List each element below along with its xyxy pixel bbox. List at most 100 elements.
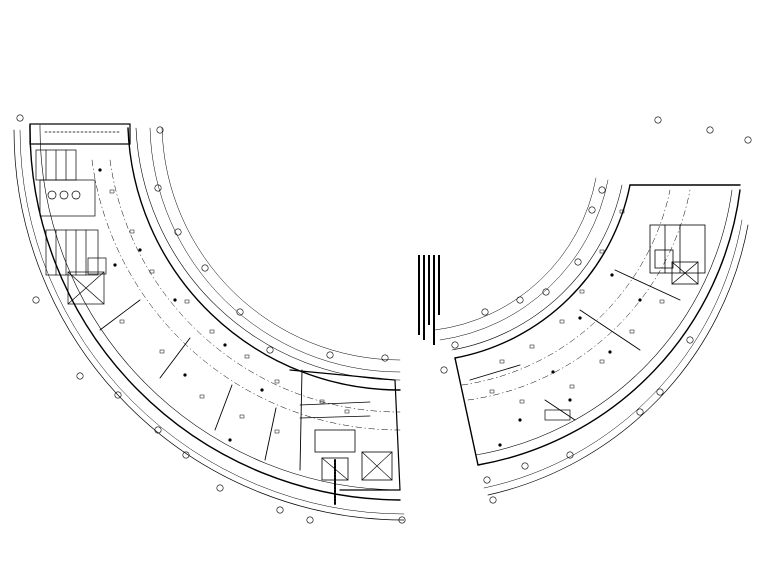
axis-bubble [266, 346, 274, 354]
light-fixture [659, 299, 665, 304]
axis-markers [16, 114, 752, 524]
axis-bubble [174, 228, 182, 236]
axis-bubble [306, 516, 314, 524]
fixture-dot [578, 316, 582, 320]
light-fixture [209, 329, 215, 334]
axis-bubble [114, 391, 122, 399]
axis-bubble [489, 496, 497, 504]
axis-bubble [326, 351, 334, 359]
axis-bubble [481, 308, 489, 316]
fixture-dot [98, 168, 102, 172]
axis-bubble [156, 126, 164, 134]
axis-bubble [398, 516, 406, 524]
light-fixture [244, 354, 250, 359]
light-fixture [129, 229, 135, 234]
axis-bubble [32, 296, 40, 304]
left-inner-wall [127, 127, 401, 391]
right-core [649, 224, 706, 285]
right-radial-walls [469, 269, 681, 421]
fixture-symbols [109, 189, 665, 434]
light-fixture [274, 379, 280, 384]
light-fixture [344, 409, 350, 414]
fixture-dot [228, 438, 232, 442]
light-fixture [579, 289, 585, 294]
axis-bubble [588, 206, 596, 214]
light-fixture [184, 299, 190, 304]
axis-bubble [440, 366, 448, 374]
left-inner-dim-arc [149, 127, 401, 373]
axis-bubble [236, 308, 244, 316]
axis-bubble [516, 296, 524, 304]
fixture-dot [568, 398, 572, 402]
axis-bubble [744, 136, 752, 144]
light-fixture [569, 384, 575, 389]
fixture-dot [113, 263, 117, 267]
axis-bubble [686, 336, 694, 344]
left-outer-dim-arc [13, 129, 405, 521]
left-top-block [29, 123, 131, 145]
light-fixture [559, 319, 565, 324]
light-fixture [629, 329, 635, 334]
axis-bubble [276, 506, 284, 514]
axis-bubble [381, 354, 389, 362]
light-fixture [599, 249, 605, 254]
light-fixture [199, 394, 205, 399]
light-fixture [619, 209, 625, 214]
fixture-dot [183, 373, 187, 377]
fixture-dot [518, 418, 522, 422]
left-end-block [289, 369, 401, 506]
right-outer-wall [477, 189, 741, 466]
axis-bubble [154, 426, 162, 434]
light-fixture [159, 349, 165, 354]
right-bottom-end-wall [454, 357, 479, 466]
left-radial-walls [99, 299, 303, 471]
axis-bubble [16, 114, 24, 122]
axis-bubble [182, 451, 190, 459]
axis-bubble [483, 476, 491, 484]
axis-bubble [574, 258, 582, 266]
fixture-dot [551, 370, 555, 374]
fixture-dot [260, 388, 264, 392]
left-outer-dim-arc-2 [19, 129, 405, 515]
light-fixture [274, 429, 280, 434]
right-outer-dim-arc [487, 224, 749, 496]
fixture-dot [608, 350, 612, 354]
axis-bubble [521, 462, 529, 470]
light-fixture [529, 344, 535, 349]
axis-bubble [656, 388, 664, 396]
fixture-dot [138, 248, 142, 252]
right-small-room [544, 409, 571, 421]
left-corridor-line [91, 159, 401, 431]
axis-bubble [451, 341, 459, 349]
axis-bubble [154, 184, 162, 192]
left-plan [13, 123, 405, 521]
fixture-dot [223, 343, 227, 347]
axis-bubble [201, 264, 209, 272]
dark-dots [98, 168, 642, 447]
axis-bubble [542, 288, 550, 296]
axis-bubble [566, 451, 574, 459]
light-fixture [149, 269, 155, 274]
light-fixture [519, 399, 525, 404]
light-fixture [489, 389, 495, 394]
fixture-dot [173, 298, 177, 302]
left-core-rooms [35, 149, 107, 305]
light-fixture [119, 319, 125, 324]
right-inner-wall [454, 184, 631, 359]
left-outer-wall [29, 124, 401, 501]
fixture-dot [498, 443, 502, 447]
light-fixture [499, 359, 505, 364]
notes-block [418, 255, 440, 345]
right-plan [434, 177, 749, 496]
right-inner-dim-arc [439, 179, 609, 341]
axis-bubble [654, 116, 662, 124]
axis-bubble [636, 408, 644, 416]
light-fixture [239, 414, 245, 419]
axis-bubble [76, 372, 84, 380]
light-fixture [319, 399, 325, 404]
fixture-dot [638, 298, 642, 302]
fixture-dot [610, 273, 614, 277]
axis-bubble [216, 484, 224, 492]
